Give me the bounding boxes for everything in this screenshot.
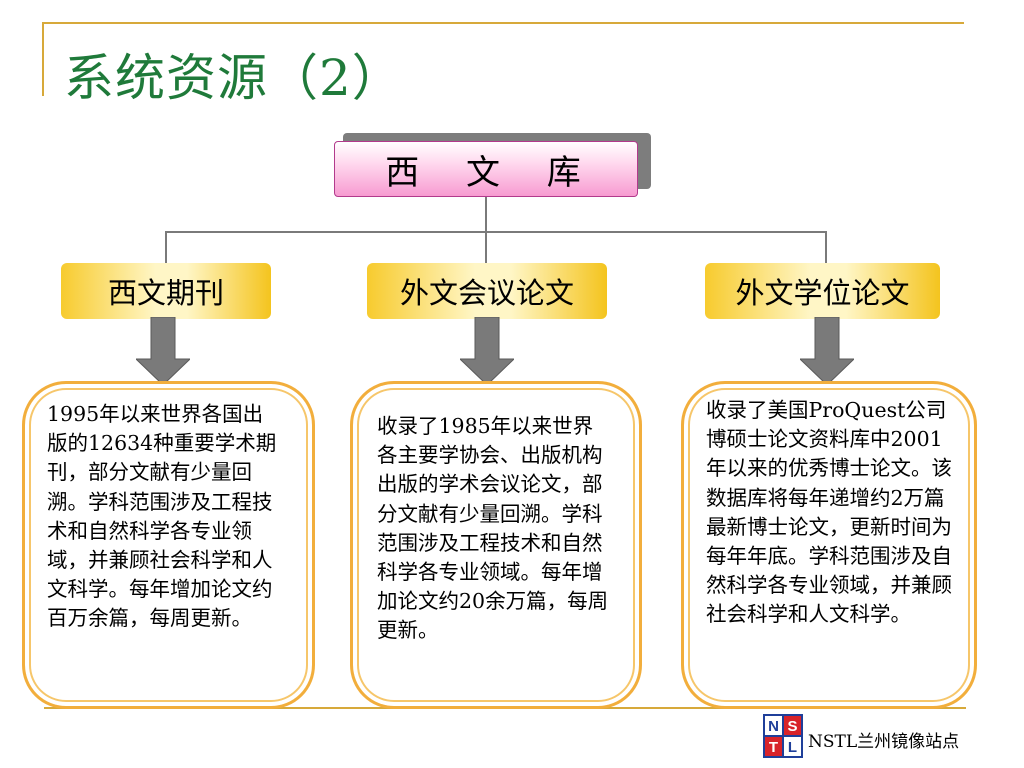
logo-letter: T	[769, 739, 778, 756]
description-box: 收录了1985年以来世界各主要学协会、出版机构出版的学术会议论文，部分文献有少量…	[350, 381, 642, 709]
category-foreign-conference-papers: 外文会议论文	[367, 263, 607, 319]
category-label: 外文会议论文	[399, 276, 574, 310]
root-node-label: 西 文 库	[385, 152, 599, 193]
title-top-rule	[44, 22, 964, 24]
logo-letter: L	[788, 739, 797, 756]
category-western-journals: 西文期刊	[61, 263, 271, 319]
down-arrow-icon	[460, 317, 514, 386]
logo-letter: N	[768, 718, 779, 735]
description-box: 收录了美国ProQuest公司博硕士论文资料库中2001年以来的优秀博士论文。该…	[681, 381, 977, 709]
logo-letter: S	[787, 718, 797, 735]
down-arrow-icon	[800, 317, 854, 386]
connector-horizontal	[165, 231, 827, 233]
description-text: 收录了1985年以来世界各主要学协会、出版机构出版的学术会议论文，部分文献有少量…	[377, 414, 609, 643]
category-label: 西文期刊	[107, 276, 224, 310]
connector-root-down	[485, 197, 487, 232]
connector-right-down	[825, 231, 827, 264]
root-node: 西 文 库	[334, 141, 638, 197]
footer-site-name: NSTL兰州镜像站点	[808, 732, 960, 752]
slide-title: 系统资源（2）	[64, 49, 403, 107]
description-box: 1995年以来世界各国出版的12634种重要学术期刊，部分文献有少量回溯。学科范…	[22, 381, 315, 709]
description-text: 收录了美国ProQuest公司博硕士论文资料库中2001年以来的优秀博士论文。该…	[706, 398, 952, 627]
category-label: 外文学位论文	[735, 276, 910, 310]
down-arrow-icon	[136, 317, 190, 386]
title-left-rule	[42, 22, 44, 96]
category-foreign-dissertations: 外文学位论文	[705, 263, 940, 319]
description-text: 1995年以来世界各国出版的12634种重要学术期刊，部分文献有少量回溯。学科范…	[47, 402, 277, 631]
connector-left-down	[165, 231, 167, 264]
nstl-logo-icon: N S T L	[763, 714, 803, 758]
connector-middle-down	[485, 231, 487, 264]
